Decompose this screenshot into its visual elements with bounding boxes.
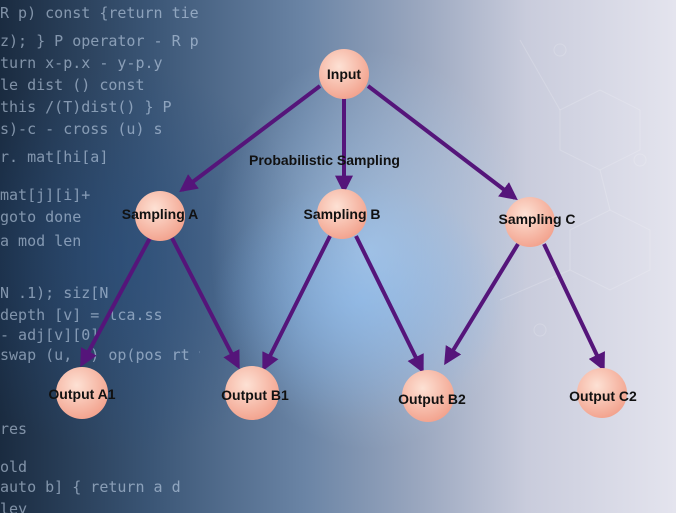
node-circle [135,191,185,241]
edges [80,84,605,374]
node-label: Sampling A [122,206,199,222]
code-line: turn x-p.x - y-p.y [0,54,163,72]
node-sampling-c: Sampling C [498,197,576,247]
code-line: R p) const {return tie x [0,4,200,22]
code-line: r. mat[hi[a] [0,148,109,166]
node-circle [402,370,454,422]
code-line: swap (u, v) op(pos rt v) [0,346,200,364]
edge-input-to-sampling_c [366,84,518,201]
node-circle [56,367,108,419]
node-circle [317,189,367,239]
edge-sampling_c-to-output_c2 [542,243,605,372]
node-circle [577,368,627,418]
node-input: Input [319,49,369,99]
node-label: Output C2 [569,388,637,404]
node-output-b1: Output B1 [221,366,289,420]
code-line: - adj[v][0] [0,326,100,344]
code-line: z); } P operator - R p [0,32,199,50]
node-label: Input [327,66,362,82]
node-sampling-a: Sampling A [122,191,199,241]
node-circle [225,366,279,420]
code-line: this /(T)dist() } P [0,98,172,116]
edge-sampling_c-to-output_b2 [444,242,520,366]
code-line: ley [0,500,28,513]
edge-input-to-sampling_a [179,84,322,193]
node-output-b2: Output B2 [398,370,466,422]
node-sampling-b: Sampling B [303,189,381,239]
edge-sampling_b-to-output_b1 [262,235,332,372]
code-line: s)-c - cross (u) s [0,120,163,138]
code-line: res [0,420,28,438]
molecule-structure [499,39,651,337]
code-background: R p) const {return tie x z); } P operator… [0,0,200,513]
node-circle [505,197,555,247]
edge-label-probabilistic-sampling: Probabilistic Sampling [249,152,400,168]
edge-sampling_b-to-output_b2 [354,235,424,374]
code-line: le dist () const [0,76,145,94]
node-label: Output A1 [48,386,115,402]
node-label: Sampling C [498,211,575,227]
code-line: a mod len [0,232,82,250]
node-output-c2: Output C2 [569,368,637,418]
node-label: Sampling B [303,206,380,222]
edge-sampling_a-to-output_b1 [170,237,240,370]
node-label: Output B2 [398,391,466,407]
node-label: Output B1 [221,387,289,403]
node-output-a1: Output A1 [48,367,116,419]
edge-sampling_a-to-output_a1 [80,237,152,368]
code-line: old [0,458,28,476]
code-line: N .1); siz[N [0,284,109,302]
node-circle [319,49,369,99]
code-line: mat[j][i]+ [0,186,91,204]
code-line: auto b] { return a d [0,478,181,496]
code-line: depth [v] = lca.ss [0,306,163,324]
code-line: goto done [0,208,82,226]
